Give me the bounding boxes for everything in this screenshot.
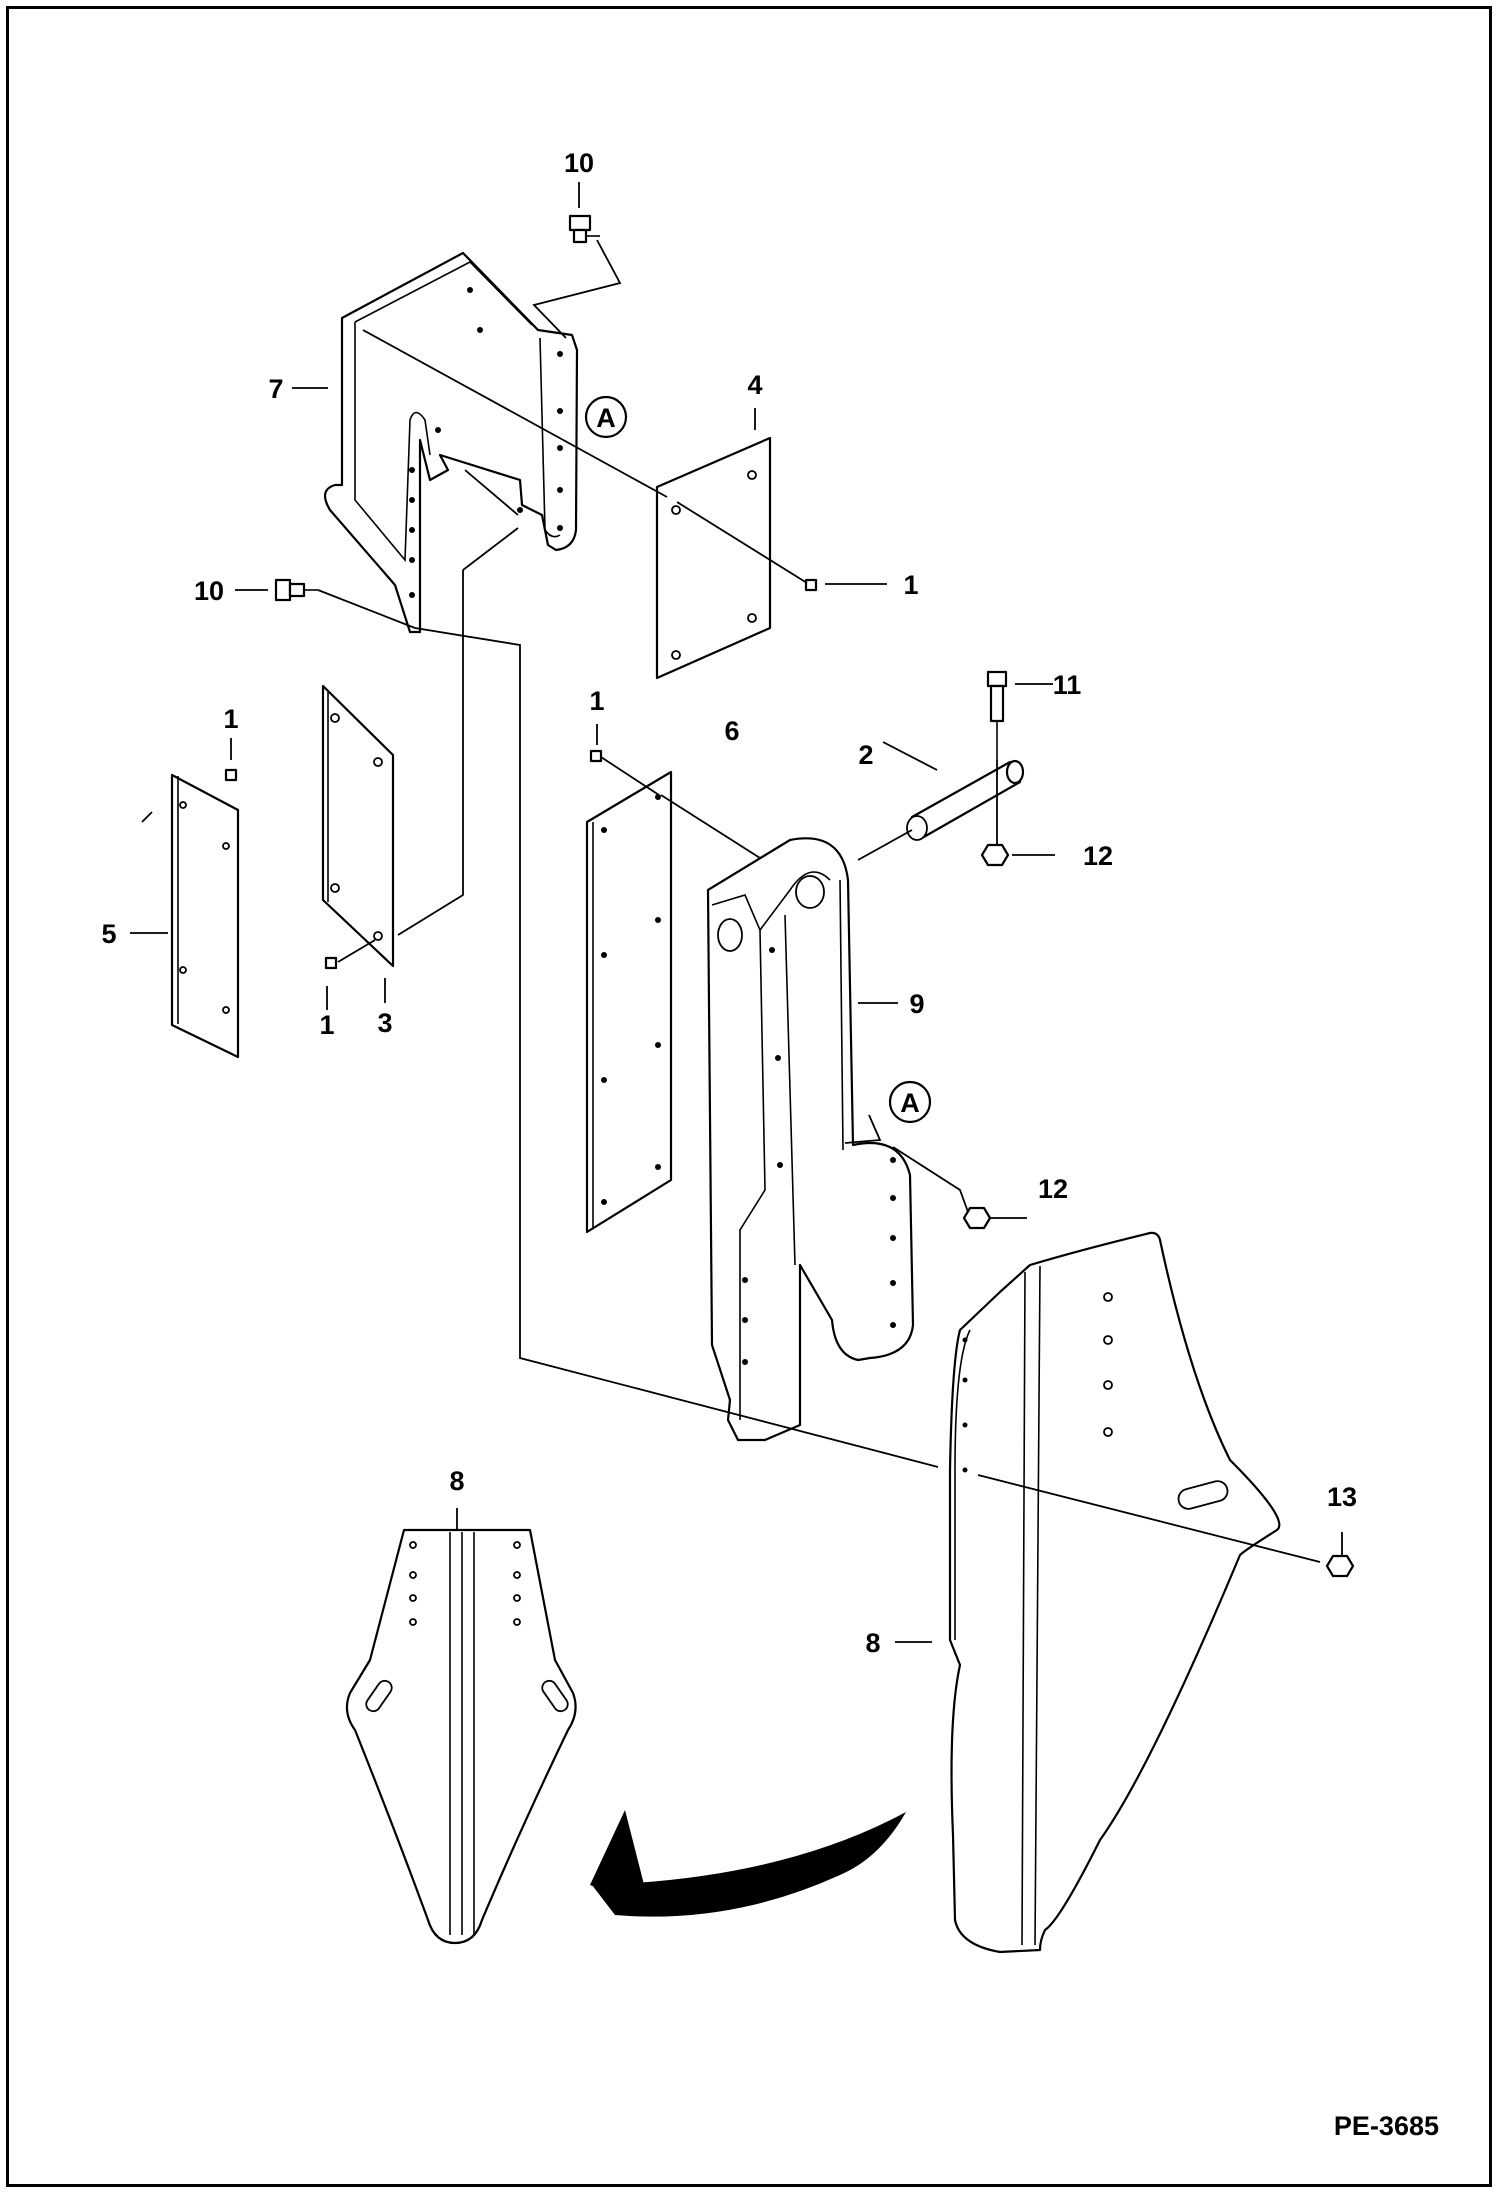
callout-A-upper: A [596, 403, 616, 433]
part-9-arm [706, 837, 915, 1442]
assembly-lines [141, 239, 1321, 1563]
callout-6: 6 [724, 716, 739, 746]
part-11-bolt [986, 670, 1008, 760]
part-12-nuts [962, 843, 1010, 1230]
callout-11: 11 [1053, 670, 1082, 700]
callout-12-lower: 12 [1038, 1174, 1068, 1204]
part-7-upper-bracket [323, 251, 579, 634]
part-5-plate [170, 773, 240, 1059]
callout-4: 4 [747, 370, 762, 400]
callout-9: 9 [909, 989, 924, 1019]
callout-12-upper: 12 [1083, 841, 1113, 871]
callout-10-top: 10 [564, 148, 594, 178]
callout-A-lower: A [900, 1088, 920, 1118]
part-2-pin [906, 759, 1025, 841]
callout-2: 2 [858, 740, 873, 770]
part-8-side-view [948, 1231, 1281, 1954]
part-8-front-view [345, 1528, 577, 1945]
callout-8-side: 8 [865, 1628, 880, 1658]
part-3-plate [321, 684, 395, 968]
callout-5: 5 [101, 919, 116, 949]
part-6-plate [585, 770, 673, 1234]
drawing-code: PE-3685 [1334, 2111, 1439, 2141]
callout-1-right: 1 [903, 570, 918, 600]
part-1-screws [224, 578, 818, 970]
callout-8-front: 8 [449, 1466, 464, 1496]
callout-1-plate3: 1 [319, 1010, 334, 1040]
rotation-arrow [590, 1810, 906, 1917]
callout-1-plate6: 1 [589, 686, 604, 716]
callout-labels: 10 7 A 4 1 10 1 5 1 3 1 6 11 2 12 9 A 12… [101, 148, 1357, 1658]
callout-10-left: 10 [194, 576, 224, 606]
callout-leaders [130, 182, 1343, 1643]
callout-7: 7 [268, 374, 283, 404]
part-4-plate [655, 436, 772, 680]
drawing-frame [6, 6, 1492, 2187]
callout-3: 3 [377, 1008, 392, 1038]
part-10-bolt-top [568, 214, 600, 244]
part-13-nut [1325, 1554, 1355, 1578]
callout-13: 13 [1327, 1482, 1357, 1512]
part-10-bolt-left [274, 578, 318, 602]
callout-1-plate5: 1 [223, 704, 238, 734]
